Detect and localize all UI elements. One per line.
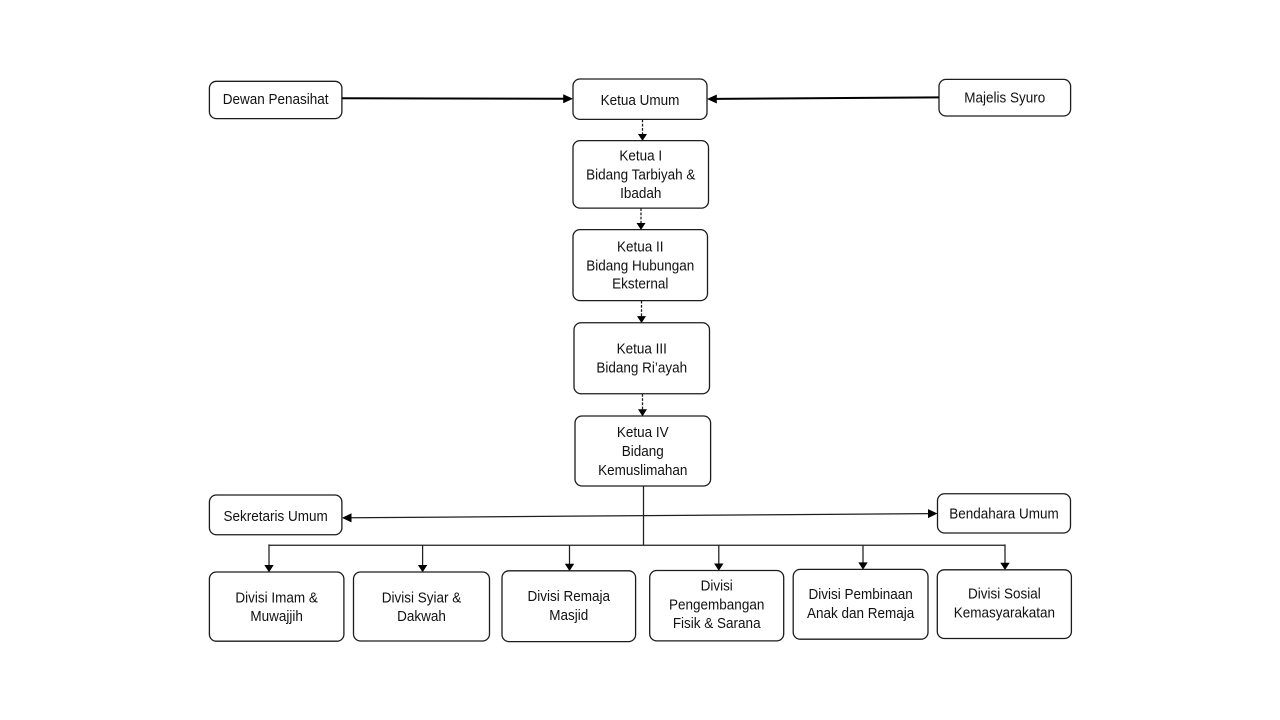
svg-text:Divisi Pembinaan: Divisi Pembinaan: [808, 586, 912, 603]
svg-text:Masjid: Masjid: [549, 607, 588, 624]
svg-text:Ketua Umum: Ketua Umum: [601, 92, 680, 109]
svg-text:Bidang Hubungan: Bidang Hubungan: [586, 258, 694, 275]
svg-text:Divisi: Divisi: [701, 578, 733, 595]
svg-text:Bidang Ri’ayah: Bidang Ri’ayah: [596, 360, 687, 377]
svg-text:Anak dan Remaja: Anak dan Remaja: [807, 605, 914, 622]
svg-text:Sekretaris Umum: Sekretaris Umum: [224, 508, 328, 525]
svg-text:Majelis Syuro: Majelis Syuro: [964, 90, 1045, 107]
svg-text:Divisi Sosial: Divisi Sosial: [968, 586, 1041, 603]
svg-text:Ibadah: Ibadah: [620, 185, 661, 202]
svg-text:Fisik & Sarana: Fisik & Sarana: [673, 615, 761, 632]
svg-text:Divisi Imam &: Divisi Imam &: [235, 590, 318, 607]
svg-text:Bidang: Bidang: [622, 443, 664, 460]
svg-text:Pengembangan: Pengembangan: [669, 597, 764, 614]
svg-text:Bidang Tarbiyah &: Bidang Tarbiyah &: [586, 167, 696, 184]
svg-text:Ketua IV: Ketua IV: [617, 424, 669, 441]
svg-text:Kemuslimahan: Kemuslimahan: [598, 462, 687, 479]
svg-text:Dakwah: Dakwah: [397, 608, 446, 625]
svg-text:Ketua I: Ketua I: [619, 148, 662, 165]
svg-text:Eksternal: Eksternal: [612, 276, 668, 293]
svg-text:Ketua II: Ketua II: [617, 239, 664, 256]
svg-text:Ketua III: Ketua III: [617, 341, 667, 358]
svg-text:Kemasyarakatan: Kemasyarakatan: [954, 605, 1055, 622]
svg-text:Divisi Syiar &: Divisi Syiar &: [382, 590, 462, 607]
svg-text:Divisi Remaja: Divisi Remaja: [528, 589, 611, 606]
svg-text:Dewan Penasihat: Dewan Penasihat: [223, 91, 329, 108]
svg-text:Muwajjih: Muwajjih: [250, 608, 303, 625]
svg-text:Bendahara Umum: Bendahara Umum: [949, 506, 1059, 523]
